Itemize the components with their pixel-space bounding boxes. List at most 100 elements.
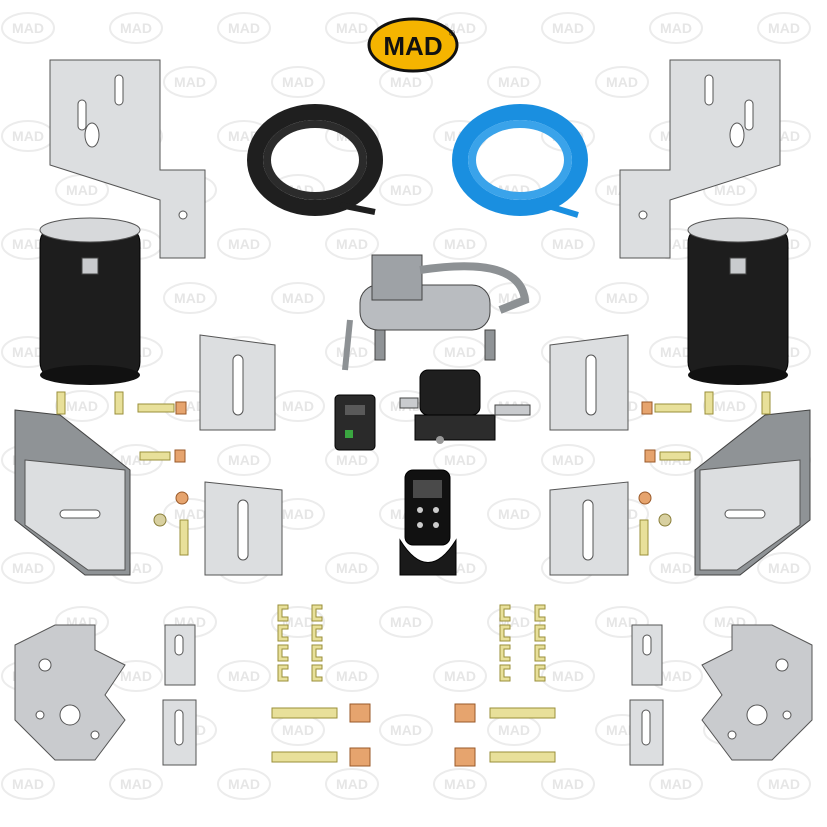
air-line-black-coil [247, 104, 383, 216]
watermark-logo: MAD [217, 444, 271, 476]
watermark-text: MAD [390, 722, 422, 738]
watermark-text: MAD [120, 20, 152, 36]
watermark-text: MAD [282, 722, 314, 738]
spacer-plate-left-a [164, 624, 196, 686]
mounting-plate-upper-right [549, 334, 629, 431]
watermark-logo: MAD [487, 606, 541, 638]
watermark-text: MAD [12, 776, 44, 792]
watermark-logo: MAD [217, 12, 271, 44]
watermark-text: MAD [498, 722, 530, 738]
watermark-logo: MAD [595, 66, 649, 98]
air-spring-left [39, 217, 141, 385]
mounting-plate-upper-left [199, 334, 276, 431]
watermark-text: MAD [660, 560, 692, 576]
watermark-logo: MAD [541, 12, 595, 44]
watermark-text: MAD [336, 20, 368, 36]
watermark-text: MAD [498, 506, 530, 522]
watermark-logo: MAD [1, 552, 55, 584]
watermark-text: MAD [606, 74, 638, 90]
watermark-logo: MAD [1, 12, 55, 44]
watermark-logo: MAD [325, 228, 379, 260]
air-spring-right [687, 217, 789, 385]
watermark-text: MAD [498, 74, 530, 90]
watermark-logo: MAD [1, 120, 55, 152]
mounting-plate-lower-right [549, 481, 629, 576]
u-clip [499, 624, 511, 642]
u-clip [534, 664, 546, 682]
watermark-logo: MAD [541, 660, 595, 692]
watermark-logo: MAD [325, 660, 379, 692]
spacer-plate-right-a [631, 624, 663, 686]
watermark-text: MAD [336, 236, 368, 252]
watermark-text: MAD [552, 236, 584, 252]
mounting-plate-lower-left [204, 481, 283, 576]
watermark-logo: MAD [325, 336, 379, 368]
u-clip [311, 604, 323, 622]
watermark-logo: MAD [271, 390, 325, 422]
watermark-logo: MAD [217, 228, 271, 260]
watermark-text: MAD [768, 776, 800, 792]
watermark-logo: MAD [595, 282, 649, 314]
spacer-plate-right-b [629, 699, 664, 766]
watermark-text: MAD [12, 560, 44, 576]
watermark-text: MAD [714, 398, 746, 414]
watermark-text: MAD [12, 128, 44, 144]
watermark-text: MAD [714, 182, 746, 198]
watermark-text: MAD [444, 344, 476, 360]
watermark-text: MAD [336, 344, 368, 360]
watermark-text: MAD [282, 506, 314, 522]
u-clip [534, 604, 546, 622]
lower-bracket-left [14, 409, 131, 576]
remote-control-icon [399, 469, 457, 576]
watermark-text: MAD [660, 344, 692, 360]
brand-logo-text: MAD [383, 31, 442, 61]
upper-bracket-right [619, 59, 781, 259]
watermark-logo: MAD [109, 768, 163, 800]
watermark-logo: MAD [55, 390, 109, 422]
watermark-text: MAD [228, 452, 260, 468]
watermark-text: MAD [174, 506, 206, 522]
u-clip [499, 604, 511, 622]
u-clip [499, 644, 511, 662]
watermark-text: MAD [444, 236, 476, 252]
u-clip [311, 644, 323, 662]
watermark-logo: MAD [271, 66, 325, 98]
long-bolts-left [271, 703, 371, 767]
watermark-logo: MAD [487, 714, 541, 746]
watermark-text: MAD [444, 776, 476, 792]
watermark-logo: MAD [703, 390, 757, 422]
watermark-logo: MAD [541, 768, 595, 800]
watermark-text: MAD [390, 614, 422, 630]
valve-block-icon [399, 369, 531, 444]
watermark-text: MAD [336, 776, 368, 792]
watermark-logo: MAD [757, 552, 811, 584]
hardware-set-right [638, 391, 771, 556]
frame-clamp-right [701, 624, 813, 761]
spacer-plate-left-b [162, 699, 197, 766]
watermark-text: MAD [12, 236, 44, 252]
watermark-logo: MAD [271, 714, 325, 746]
watermark-logo: MAD [433, 660, 487, 692]
watermark-text: MAD [768, 560, 800, 576]
watermark-text: MAD [174, 74, 206, 90]
watermark-logo: MAD [757, 12, 811, 44]
watermark-logo: MAD [649, 552, 703, 584]
watermark-text: MAD [552, 776, 584, 792]
upper-bracket-left [49, 59, 206, 259]
watermark-text: MAD [228, 776, 260, 792]
watermark-logo: MAD [541, 444, 595, 476]
watermark-text: MAD [12, 344, 44, 360]
watermark-logo: MAD [379, 606, 433, 638]
watermark-logo: MAD [379, 714, 433, 746]
watermark-text: MAD [552, 452, 584, 468]
watermark-text: MAD [66, 182, 98, 198]
watermark-text: MAD [444, 452, 476, 468]
u-clip [277, 644, 289, 662]
spring-clips-right [499, 604, 546, 682]
watermark-text: MAD [228, 20, 260, 36]
watermark-logo: MAD [271, 282, 325, 314]
watermark-logo: MAD [595, 606, 649, 638]
watermark-text: MAD [660, 668, 692, 684]
watermark-text: MAD [120, 776, 152, 792]
watermark-logo: MAD [649, 12, 703, 44]
